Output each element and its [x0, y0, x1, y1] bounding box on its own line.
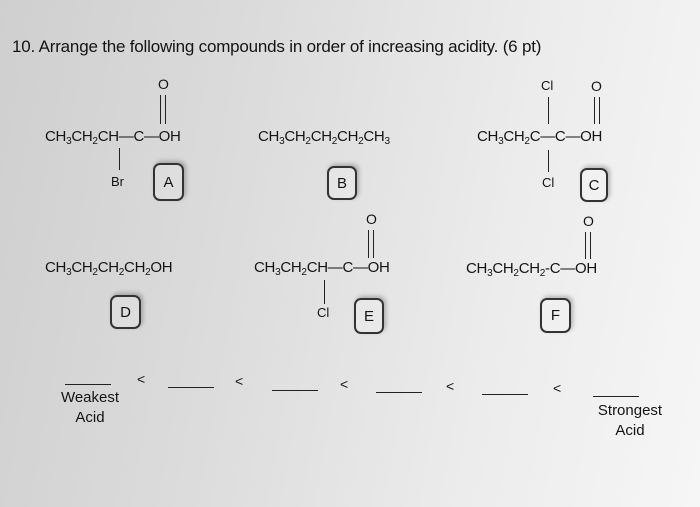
weakest-acid-label: Weakest Acid	[60, 389, 120, 426]
compound-b-formula: CH3CH2CH2CH2CH3	[258, 128, 390, 147]
answer-blank-5[interactable]	[482, 394, 528, 396]
oxygen-atom: O	[591, 78, 602, 94]
bond	[548, 150, 550, 172]
bond	[324, 280, 326, 304]
label-d: D	[110, 295, 141, 329]
compound-a-formula: CH3CH2CH—C—OH	[45, 128, 181, 147]
label-c: C	[580, 168, 608, 202]
label-f: F	[540, 298, 571, 333]
less-than-sign: <	[340, 376, 349, 392]
question-text: 10. Arrange the following compounds in o…	[12, 37, 542, 56]
double-bond	[594, 97, 600, 124]
double-bond	[368, 230, 374, 258]
less-than-sign: <	[235, 373, 244, 389]
chlorine-atom: Cl	[317, 305, 330, 320]
bond	[548, 97, 550, 124]
label-e: E	[354, 298, 384, 334]
bromine-atom: Br	[111, 174, 124, 189]
label-a: A	[153, 163, 184, 201]
oxygen-atom: O	[366, 211, 377, 227]
answer-blank-2[interactable]	[168, 387, 214, 389]
less-than-sign: <	[446, 378, 455, 394]
answer-blank-4[interactable]	[376, 392, 422, 394]
compound-f-formula: CH3CH2CH2-C—OH	[466, 260, 597, 279]
oxygen-atom: O	[158, 76, 169, 92]
label-b: B	[327, 166, 357, 200]
compound-d-formula: CH3CH2CH2CH2OH	[45, 259, 173, 278]
chlorine-atom: Cl	[542, 175, 555, 190]
double-bond	[585, 232, 591, 259]
chlorine-atom: Cl	[541, 78, 554, 93]
compound-c-formula: CH3CH2C—C—OH	[477, 128, 603, 147]
compound-e-formula: CH3CH2CH—C—OH	[254, 259, 390, 278]
answer-blank-6[interactable]	[593, 396, 639, 398]
less-than-sign: <	[137, 371, 146, 387]
oxygen-atom: O	[583, 213, 594, 229]
bond	[119, 148, 121, 170]
strongest-acid-label: Strongest Acid	[597, 402, 663, 439]
double-bond	[160, 95, 166, 124]
answer-blank-1[interactable]	[65, 384, 111, 386]
answer-blank-3[interactable]	[272, 390, 318, 392]
less-than-sign: <	[553, 380, 562, 396]
